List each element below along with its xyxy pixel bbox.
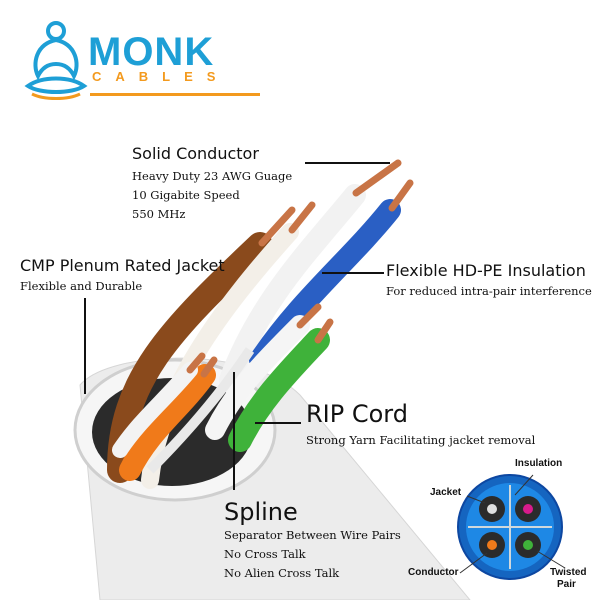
logo-subtitle: CABLES bbox=[92, 69, 230, 84]
callout-title: CMP Plenum Rated Jacket bbox=[20, 256, 225, 275]
cmp-jacket-leader bbox=[84, 298, 86, 394]
logo-wordmark: MONK bbox=[88, 30, 215, 74]
logo-underline bbox=[90, 93, 260, 96]
orange-white-wire bbox=[112, 362, 198, 458]
orange-wire bbox=[119, 364, 216, 481]
callout-solid-conductor: Solid Conductor Heavy Duty 23 AWG Guage … bbox=[132, 146, 292, 224]
label-insulation: Insulation bbox=[515, 458, 563, 469]
callout-title: RIP Cord bbox=[306, 400, 408, 428]
solid-conductor-leader bbox=[305, 162, 390, 164]
insulation-leader bbox=[322, 272, 384, 274]
callout-title: Solid Conductor bbox=[132, 144, 259, 163]
monk-meditation-icon bbox=[24, 21, 88, 100]
callout-line: 550 MHz bbox=[132, 207, 186, 221]
callout-line: No Cross Talk bbox=[224, 547, 306, 561]
callout-insulation: Flexible HD-PE Insulation For reduced in… bbox=[386, 263, 592, 301]
callout-title: Flexible HD-PE Insulation bbox=[386, 261, 586, 280]
callout-line: For reduced intra-pair interference bbox=[386, 284, 592, 298]
callout-line: 10 Gigabite Speed bbox=[132, 188, 240, 202]
callout-spline: Spline Separator Between Wire Pairs No C… bbox=[224, 500, 401, 583]
spline bbox=[146, 347, 255, 474]
callout-line: Heavy Duty 23 AWG Guage bbox=[132, 169, 293, 183]
spline-leader bbox=[233, 372, 235, 490]
callout-line: Flexible and Durable bbox=[20, 279, 143, 293]
callout-title: Spline bbox=[224, 498, 298, 526]
blue-white-wire bbox=[219, 184, 366, 391]
label-pair: Pair bbox=[557, 579, 576, 590]
callout-cmp-jacket: CMP Plenum Rated Jacket Flexible and Dur… bbox=[20, 258, 225, 296]
callout-rip-cord: RIP Cord Strong Yarn Facilitating jacket… bbox=[306, 402, 535, 450]
label-twisted: Twisted bbox=[550, 567, 587, 578]
rip-cord-leader bbox=[255, 422, 301, 424]
callout-line: Strong Yarn Facilitating jacket removal bbox=[306, 433, 536, 447]
label-jacket: Jacket bbox=[430, 487, 462, 498]
callout-line: Separator Between Wire Pairs bbox=[224, 528, 401, 542]
green-wire bbox=[228, 328, 330, 452]
cross-section-diagram bbox=[457, 474, 566, 580]
green-white-wire bbox=[205, 315, 310, 440]
label-conductor: Conductor bbox=[408, 567, 459, 578]
callout-line: No Alien Cross Talk bbox=[224, 566, 340, 580]
copper-conductors bbox=[186, 159, 414, 378]
